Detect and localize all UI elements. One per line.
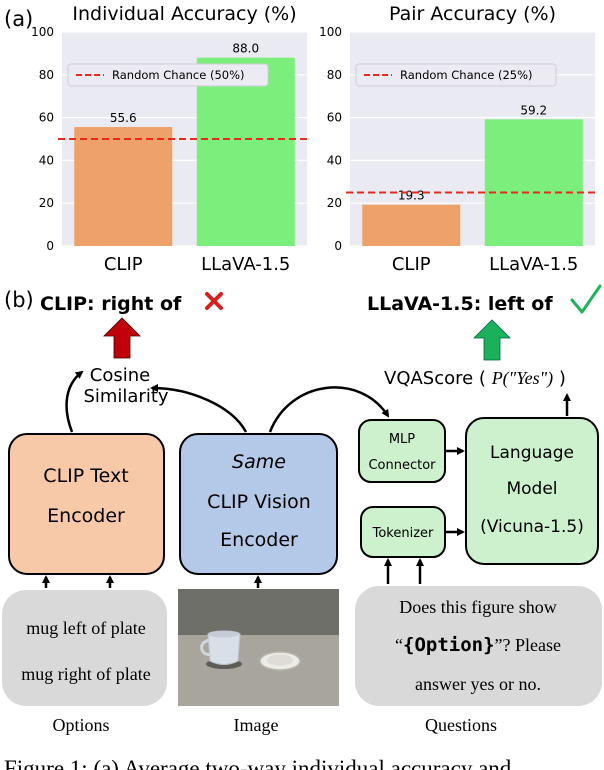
options-box (2, 590, 167, 706)
bar-clip (74, 127, 173, 246)
vqascore-label: VQAScore ( P("Yes") ) (384, 368, 566, 389)
legend-label: Random Chance (50%) (112, 68, 245, 82)
individual-accuracy-chart: 0 20 40 60 80 100 Individual Accuracy (%) 55.6C… (31, 3, 311, 275)
clip-result-text: CLIP: right of (40, 293, 182, 315)
clip-result-arrow (103, 317, 141, 359)
cross-icon (205, 292, 223, 310)
bar-llava-1-5 (196, 57, 295, 247)
option-1: mug left of plate (26, 618, 145, 638)
chart-title: Individual Accuracy (%) (72, 3, 296, 25)
options-caption: Options (52, 715, 109, 735)
lm-line3: (Vicuna-1.5) (480, 517, 584, 537)
y-tick-label: 40 (327, 153, 342, 167)
mlp-line1: MLP (389, 432, 415, 447)
question-line1: Does this figure show (399, 597, 556, 617)
y-tick-label: 20 (327, 196, 342, 210)
option-2: mug right of plate (21, 664, 150, 684)
question-line2: “{Option}”? Please (395, 634, 561, 656)
y-tick-label: 40 (39, 153, 54, 167)
figure-caption: Figure 1: (a) Average two-way individual… (4, 756, 512, 770)
bar-value-label: 19.3 (398, 189, 425, 203)
y-tick-label: 80 (39, 68, 54, 82)
x-tick-label: LLaVA-1.5 (489, 254, 578, 275)
lm-line1: Language (490, 443, 574, 463)
clip-text-encoder-line2: Encoder (47, 505, 125, 527)
legend-box (355, 63, 557, 87)
panel-a-label: (a) (4, 7, 33, 31)
cosine-label-line2: Similarity (83, 386, 168, 407)
question-line3: answer yes or no. (415, 674, 541, 694)
questions-box (355, 586, 602, 706)
y-tick-label: 80 (327, 68, 342, 82)
x-tick-label: CLIP (104, 254, 143, 275)
y-tick-label: 100 (31, 25, 54, 39)
clip-text-encoder-box (8, 433, 165, 575)
check-icon (570, 284, 602, 314)
llava-result-text: LLaVA-1.5: left of (367, 293, 553, 315)
panel-b-label: (b) (4, 288, 34, 312)
image-caption: Image (234, 715, 279, 735)
x-tick-label: LLaVA-1.5 (201, 254, 290, 275)
vision-encoder-to-mlp-arrow (268, 386, 390, 433)
lm-line2: Model (506, 479, 557, 499)
mlp-line2: Connector (368, 458, 436, 473)
bar-value-label: 59.2 (520, 103, 547, 117)
bar-value-label: 55.6 (110, 111, 137, 125)
x-tick-label: CLIP (392, 254, 431, 275)
legend-label: Random Chance (25%) (400, 68, 533, 82)
vision-encoder-line3: Encoder (220, 529, 298, 551)
bar-llava-1-5 (484, 119, 583, 246)
y-tick-label: 20 (39, 196, 54, 210)
tokenizer-label: Tokenizer (372, 526, 434, 541)
llava-result-arrow (473, 319, 511, 361)
bar-value-label: 88.0 (232, 42, 259, 56)
y-tick-label: 0 (334, 239, 342, 253)
mug-plate-photo (178, 589, 339, 706)
clip-text-encoder-line1: CLIP Text (43, 465, 128, 487)
chart-title: Pair Accuracy (%) (389, 3, 556, 25)
text-encoder-to-cosine-arrow (65, 370, 84, 433)
cosine-label-line1: Cosine (90, 365, 150, 386)
vision-encoder-line2: CLIP Vision (207, 491, 311, 513)
bar-clip (362, 204, 461, 246)
diagram-arrows (42, 370, 571, 588)
vision-encoder-to-cosine-arrow (150, 384, 248, 433)
y-tick-label: 0 (46, 239, 54, 253)
y-tick-label: 60 (39, 111, 54, 125)
y-tick-label: 60 (327, 111, 342, 125)
tokenizer-box (360, 506, 446, 558)
questions-caption: Questions (425, 715, 497, 735)
y-tick-label: 100 (319, 25, 342, 39)
legend-box (67, 63, 269, 87)
language-model-box (465, 417, 599, 565)
mlp-connector-box (358, 419, 446, 483)
vision-encoder-line1: Same (232, 451, 286, 473)
clip-vision-encoder-box (179, 433, 338, 575)
